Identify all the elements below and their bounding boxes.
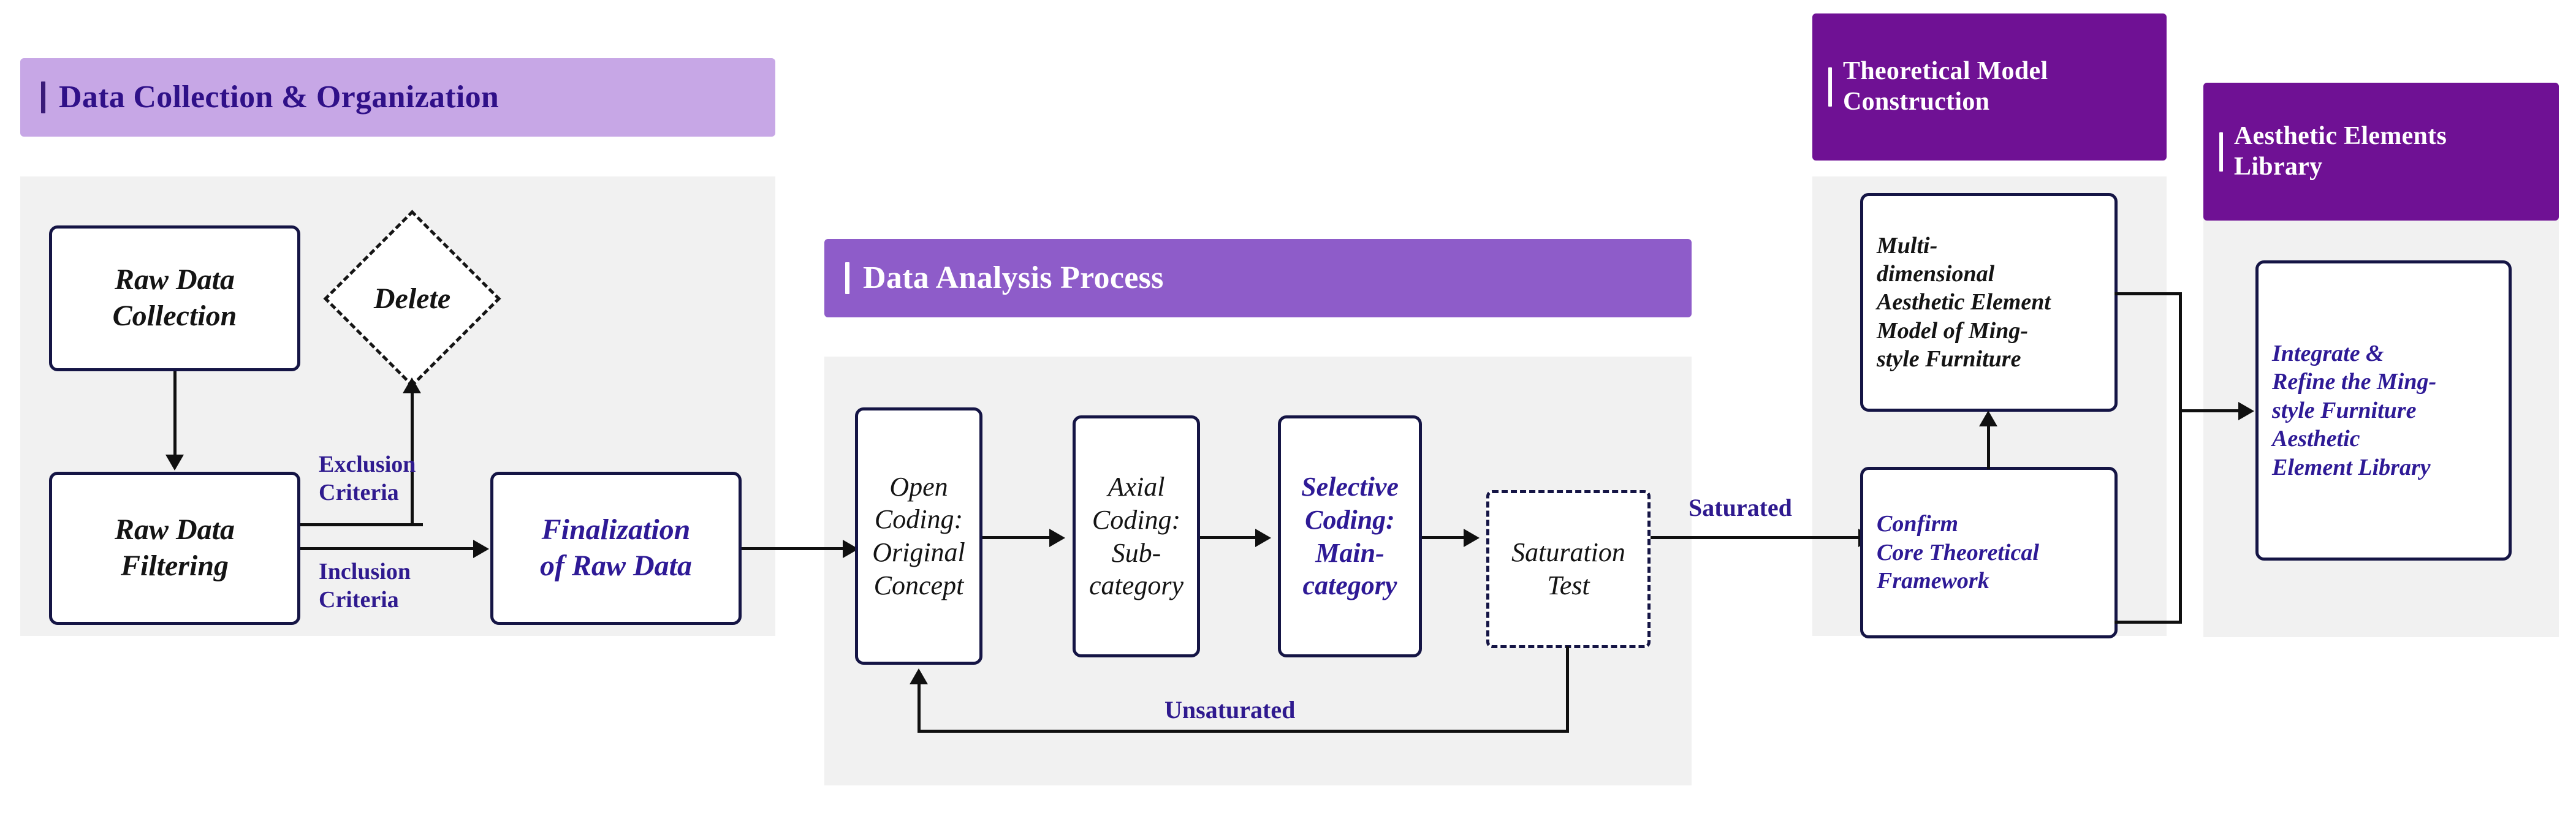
node-delete-label: Delete bbox=[373, 282, 451, 315]
connector-selective-to-saturation bbox=[1422, 536, 1466, 539]
header-accent-bar bbox=[845, 262, 849, 294]
connector-collection-to-filtering bbox=[173, 371, 177, 456]
arrowhead-up bbox=[403, 377, 421, 393]
connector-exclusion-vertical bbox=[411, 392, 414, 524]
connector-unsaturated-vertical-left bbox=[918, 683, 921, 732]
arrowhead-up bbox=[1979, 410, 1997, 426]
connector-exclusion-horizontal bbox=[300, 523, 423, 526]
node-selective-coding[interactable]: Selective Coding: Main- category bbox=[1278, 415, 1422, 657]
connector-finalization-to-open-coding bbox=[742, 547, 846, 550]
arrowhead-right bbox=[1464, 529, 1480, 547]
arrowhead-right bbox=[1255, 529, 1271, 547]
arrowhead-right bbox=[1049, 529, 1065, 547]
node-open-coding[interactable]: Open Coding: Original Concept bbox=[855, 407, 982, 665]
connector-right-bus bbox=[2179, 292, 2182, 624]
section-header-library: Aesthetic Elements Library bbox=[2203, 83, 2559, 221]
node-raw-data-filtering[interactable]: Raw Data Filtering bbox=[49, 472, 300, 625]
edge-label-saturated: Saturated bbox=[1689, 494, 1792, 521]
node-saturation-test[interactable]: Saturation Test bbox=[1486, 490, 1651, 648]
node-axial-coding[interactable]: Axial Coding: Sub- category bbox=[1073, 415, 1200, 657]
connector-model-out bbox=[2114, 292, 2182, 295]
section-title-data-analysis: Data Analysis Process bbox=[863, 260, 1164, 296]
connector-unsaturated-vertical-right bbox=[1566, 646, 1569, 733]
node-confirm-core-framework[interactable]: Confirm Core Theoretical Framework bbox=[1860, 467, 2118, 638]
edge-label-exclusion-criteria: Exclusion Criteria bbox=[319, 452, 416, 506]
connector-confirm-to-model bbox=[1987, 425, 1990, 469]
connector-open-to-axial bbox=[982, 536, 1051, 539]
connector-filtering-to-finalization bbox=[300, 547, 477, 550]
section-header-data-analysis: Data Analysis Process bbox=[824, 239, 1692, 317]
header-accent-bar bbox=[2219, 132, 2223, 172]
edge-label-inclusion-criteria: Inclusion Criteria bbox=[319, 559, 411, 613]
section-header-data-collection: Data Collection & Organization bbox=[20, 58, 775, 137]
connector-unsaturated-horizontal bbox=[918, 730, 1569, 733]
connector-axial-to-selective bbox=[1200, 536, 1256, 539]
section-title-library: Aesthetic Elements Library bbox=[2234, 121, 2447, 181]
header-accent-bar bbox=[1828, 67, 1832, 107]
edge-label-unsaturated: Unsaturated bbox=[1165, 696, 1296, 724]
node-multi-dimensional-model[interactable]: Multi- dimensional Aesthetic Element Mod… bbox=[1860, 193, 2118, 412]
header-accent-bar bbox=[41, 81, 45, 113]
arrowhead-right bbox=[473, 540, 489, 558]
section-header-theoretical: Theoretical Model Construction bbox=[1812, 13, 2167, 161]
section-title-theoretical: Theoretical Model Construction bbox=[1843, 57, 2048, 116]
arrowhead-right bbox=[2238, 402, 2254, 420]
connector-bus-to-library bbox=[2179, 409, 2243, 412]
connector-framework-out bbox=[2114, 621, 2182, 624]
node-delete[interactable]: Delete bbox=[323, 210, 501, 388]
node-raw-data-collection[interactable]: Raw Data Collection bbox=[49, 225, 300, 371]
arrowhead-down bbox=[165, 455, 184, 471]
node-finalization-of-raw-data[interactable]: Finalization of Raw Data bbox=[490, 472, 742, 625]
arrowhead-up bbox=[910, 668, 928, 684]
connector-saturated bbox=[1651, 536, 1862, 539]
node-integrate-refine-library[interactable]: Integrate & Refine the Ming- style Furni… bbox=[2255, 260, 2512, 561]
section-title-data-collection: Data Collection & Organization bbox=[59, 80, 500, 115]
